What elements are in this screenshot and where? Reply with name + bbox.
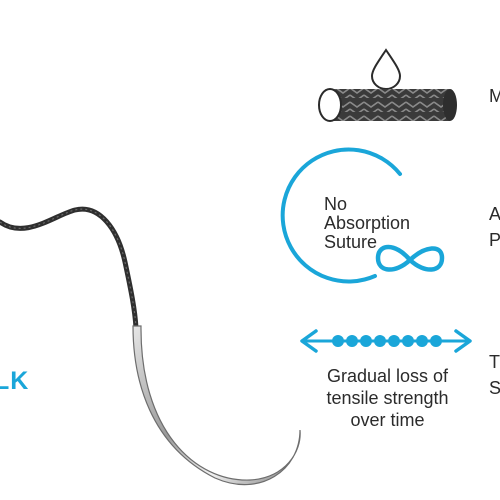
- caption-line-2: tensile strength: [326, 388, 449, 408]
- suture-needle-icon: [0, 206, 301, 486]
- arrow-head-left: [300, 329, 318, 353]
- badge-line-2: Absorption: [324, 213, 411, 233]
- suture-thread-highlight: [0, 208, 137, 329]
- braided-thread-end-left: [318, 88, 342, 122]
- feature-3-label-line-2: S: [489, 378, 500, 398]
- feature-3-label-line-1: T: [489, 352, 500, 372]
- arrow-head-right: [454, 329, 472, 353]
- tensile-loss-arrow-icon: [300, 329, 472, 353]
- badge-arc: [280, 147, 402, 284]
- badge-line-3: Suture: [324, 232, 378, 252]
- needle-body: [132, 325, 301, 486]
- feature-2-label-line-1: A: [489, 204, 500, 224]
- arrow-dots: [332, 335, 442, 347]
- badge-line-1: No: [324, 194, 348, 214]
- suture-thread: [0, 206, 139, 331]
- no-absorption-infinity-icon: [280, 147, 445, 284]
- brand-label: LK: [0, 367, 30, 395]
- caption-line-3: over time: [350, 410, 425, 430]
- water-drop-icon: [370, 48, 402, 90]
- braided-thread-with-drop-icon: [318, 48, 457, 122]
- no-absorption-badge-text: No Absorption Suture: [324, 195, 410, 252]
- feature-1-label: M: [489, 86, 500, 106]
- infinity-icon: [375, 244, 445, 272]
- braided-thread-end-right: [443, 89, 457, 121]
- tensile-loss-caption: Gradual loss of tensile strength over ti…: [300, 365, 475, 431]
- feature-2-label-line-2: P: [489, 230, 500, 250]
- braided-thread-body: [330, 89, 450, 121]
- caption-line-1: Gradual loss of: [326, 366, 449, 386]
